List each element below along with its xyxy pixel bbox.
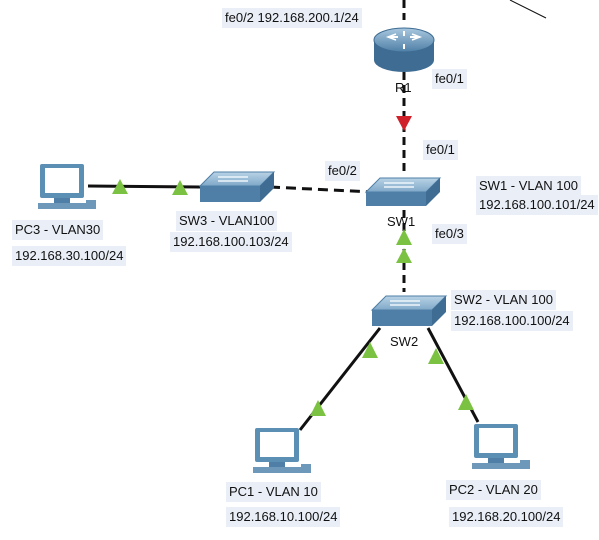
router-fe01-port-label: fe0/1 <box>432 69 467 89</box>
sw1-ip-label: 192.168.100.101/24 <box>476 195 598 215</box>
sw2-ip-label: 192.168.100.100/24 <box>451 311 573 331</box>
pc2-vlan-label: PC2 - VLAN 20 <box>446 480 541 500</box>
sw2-vlan-label: SW2 - VLAN 100 <box>451 290 556 310</box>
link-external <box>509 0 547 19</box>
pc-icon[interactable] <box>38 164 96 209</box>
sw1-name-label: SW1 <box>387 214 416 229</box>
pc1-ip-label: 192.168.10.100/24 <box>226 507 341 527</box>
switch-icon[interactable] <box>364 177 442 206</box>
pc1-vlan-label: PC1 - VLAN 10 <box>226 482 321 502</box>
link-up-indicator <box>362 342 378 358</box>
link-up-indicator <box>458 394 474 410</box>
link-up-indicator <box>396 248 412 263</box>
sw3-ip-label: 192.168.100.103/24 <box>170 232 292 252</box>
pc3-ip-label: 192.168.30.100/24 <box>12 246 127 266</box>
pc-icon[interactable] <box>472 424 530 469</box>
router-icon[interactable] <box>373 27 435 72</box>
sw2-name-label: SW2 <box>390 334 419 349</box>
link-up-indicator <box>172 180 188 195</box>
link-up-indicator <box>310 400 326 416</box>
pc3-vlan-label: PC3 - VLAN30 <box>12 220 104 240</box>
sw1-fe03-port-label: fe0/3 <box>432 224 467 244</box>
router-name-label: R1 <box>395 80 412 95</box>
link-down-indicator <box>396 116 412 131</box>
switch-icon[interactable] <box>198 171 276 202</box>
pc2-ip-label: 192.168.20.100/24 <box>449 507 564 527</box>
link-up-indicator <box>112 179 128 194</box>
link-up-indicator <box>428 348 444 364</box>
sw1-fe01-port-label: fe0/1 <box>423 140 458 160</box>
pc-icon[interactable] <box>253 428 311 473</box>
link-sw1-sw3 <box>269 185 373 194</box>
sw1-vlan-label: SW1 - VLAN 100 <box>476 176 581 196</box>
sw3-vlan-label: SW3 - VLAN100 <box>176 211 278 231</box>
switch-icon[interactable] <box>370 295 448 326</box>
sw1-fe02-port-label: fe0/2 <box>325 161 360 181</box>
link-up-indicator <box>396 229 412 245</box>
router-uplink-port-label: fe0/2 192.168.200.1/24 <box>222 8 362 28</box>
